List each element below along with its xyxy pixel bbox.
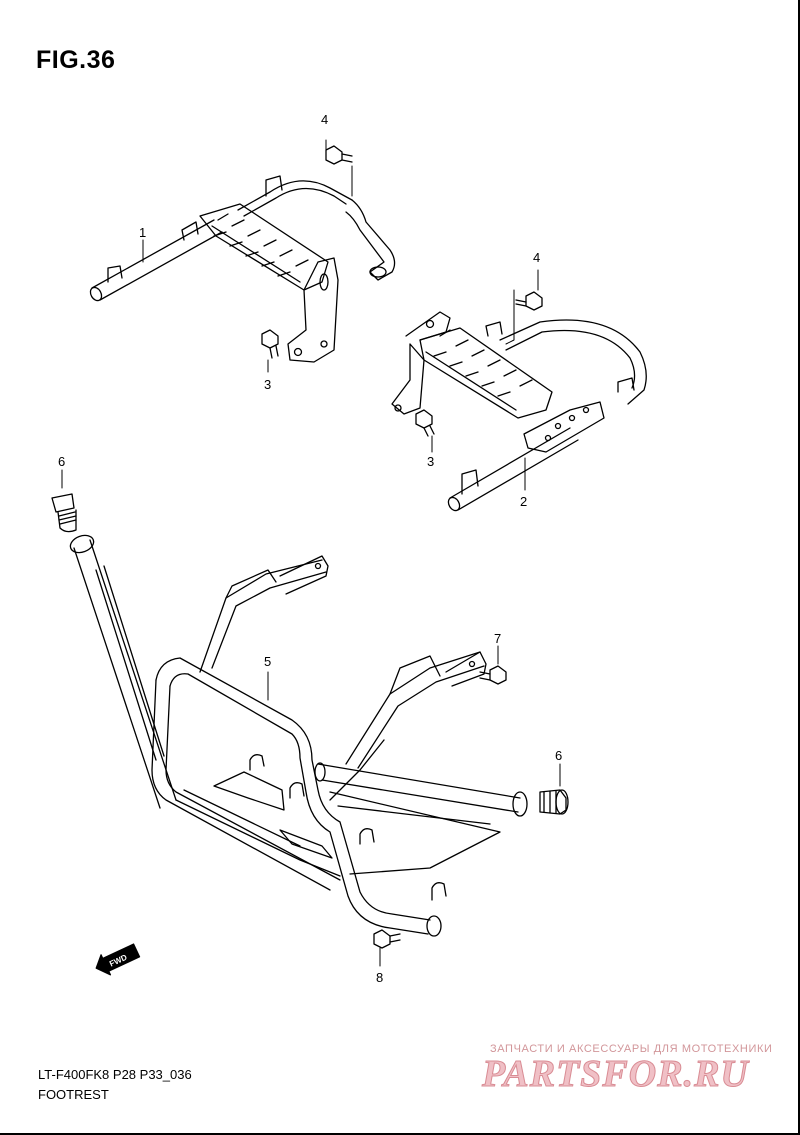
callout-3-left: 3 [264,377,271,392]
callout-5: 5 [264,654,271,669]
callout-6-right: 6 [555,748,562,763]
part-8-bolt[interactable]: 8 [373,929,401,985]
callout-6-left: 6 [58,454,65,469]
callout-2: 2 [520,494,527,509]
watermark-logo: PARTSFOR.RU [482,1053,749,1096]
fwd-direction-arrow: FWD [95,943,141,976]
part-6-cap-right[interactable]: 6 [539,748,569,815]
watermark-tagline: ЗАПЧАСТИ И АКСЕССУАРЫ ДЛЯ МОТОТЕХНИКИ [490,1043,773,1055]
part-5-guard-frame[interactable]: 5 [68,532,528,937]
figure-title: FIG.36 [36,46,116,74]
document-name: FOOTREST [38,1087,109,1102]
part-7-bolt[interactable]: 7 [479,631,507,685]
document-code: LT-F400FK8 P28 P33_036 [38,1067,192,1082]
part-6-cap-left[interactable]: 6 [51,454,77,533]
callout-1: 1 [139,225,146,240]
callout-8: 8 [376,970,383,985]
callout-3-right: 3 [427,454,434,469]
callout-7: 7 [494,631,501,646]
part-1-left-footrest[interactable]: 1 4 3 [88,112,396,392]
callout-4-top: 4 [321,112,328,127]
part-2-right-footrest[interactable]: 4 3 2 [391,250,647,513]
callout-4-right: 4 [533,250,540,265]
